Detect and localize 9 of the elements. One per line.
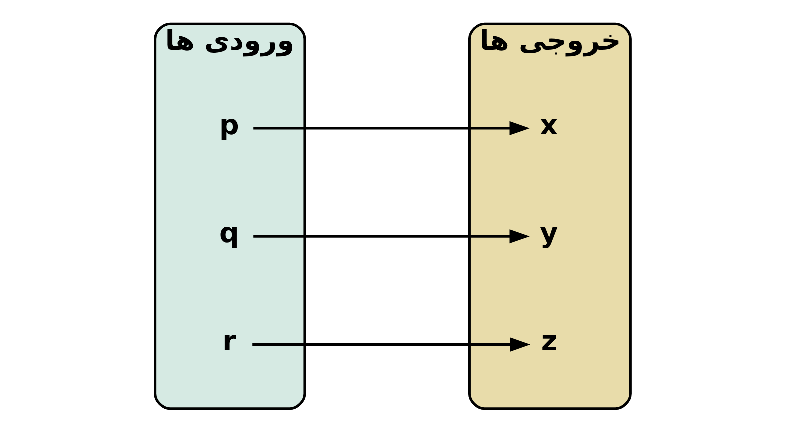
node-text: q [219, 216, 240, 249]
arrow [254, 120, 530, 136]
node-text: x [540, 108, 558, 141]
node-text: p [219, 108, 240, 141]
arrow [252, 337, 531, 352]
node-text: y [540, 216, 558, 249]
arrow [254, 229, 530, 244]
node-text: z [541, 324, 558, 358]
node-text: r [222, 324, 236, 358]
